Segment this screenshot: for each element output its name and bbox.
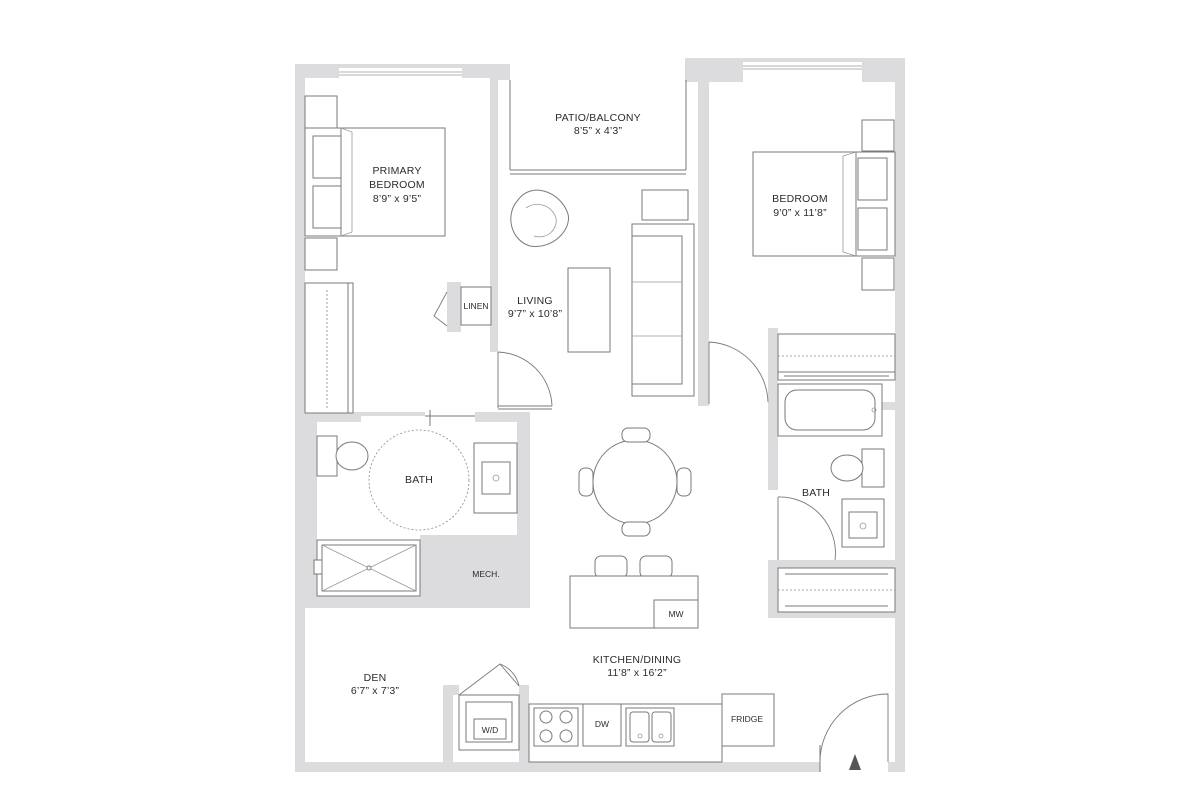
- kitchen-counter: [528, 693, 775, 763]
- turning-circle: [368, 429, 470, 531]
- sofa-icon: [631, 223, 695, 397]
- stove-icon: [533, 707, 579, 747]
- fixture-labels: LINEN W/D MW DW FRIDGE: [463, 301, 763, 735]
- den-name: DEN: [364, 672, 387, 684]
- hall-closet: [777, 567, 896, 613]
- living-name: LIVING: [517, 295, 553, 307]
- right-bath-name: BATH: [802, 487, 830, 499]
- room-labels: PATIO/BALCONY 8’5” x 4’3” PRIMARY BEDROO…: [351, 112, 830, 697]
- walls: [295, 58, 905, 772]
- armchair-icon: [510, 189, 569, 247]
- toilet-icon: [830, 448, 885, 488]
- left-bath-name: BATH: [405, 474, 433, 486]
- chair-icon: [578, 467, 594, 497]
- chair-icon: [676, 467, 692, 497]
- mech-name: MECH.: [472, 569, 499, 579]
- primary-bedroom-name-1: PRIMARY: [372, 165, 421, 177]
- fridge-label: FRIDGE: [731, 714, 763, 724]
- primary-closet: [304, 282, 354, 414]
- linen-label: LINEN: [463, 301, 488, 311]
- dishwasher-icon: [582, 703, 622, 747]
- nightstand-icon: [304, 237, 338, 271]
- laundry-closet: [458, 663, 520, 751]
- fridge-icon: [721, 693, 775, 747]
- living-furniture: [510, 189, 695, 397]
- double-sink-icon: [625, 707, 675, 747]
- windows: [339, 65, 862, 175]
- kitchen-size: 11’8” x 16’2”: [607, 667, 667, 679]
- right-bath-fixtures: [777, 383, 885, 561]
- bedroom-closet: [777, 333, 896, 381]
- entry-arrow-icon: [849, 754, 861, 770]
- microwave-label: MW: [668, 609, 683, 619]
- washer-dryer-icon: [473, 718, 507, 740]
- dishwasher-label: DW: [595, 719, 609, 729]
- primary-bed: [304, 95, 446, 271]
- nightstand-icon: [861, 119, 895, 152]
- bedroom-name: BEDROOM: [772, 193, 828, 205]
- stool-icon: [594, 555, 628, 579]
- stool-icon: [639, 555, 673, 579]
- den-size: 6’7” x 7’3”: [351, 685, 400, 697]
- sink-icon: [848, 511, 878, 539]
- linen-closet: [433, 282, 492, 332]
- washer-dryer-label: W/D: [482, 725, 499, 735]
- microwave-icon: [653, 599, 699, 629]
- sink-icon: [481, 461, 511, 495]
- bedroom-door: [708, 341, 769, 404]
- bath-door: [777, 496, 836, 561]
- bathtub-icon: [777, 383, 883, 437]
- kitchen-island: [569, 555, 699, 629]
- kitchen-name: KITCHEN/DINING: [593, 654, 682, 666]
- primary-bedroom-name-2: BEDROOM: [369, 179, 425, 191]
- chair-icon: [621, 427, 651, 443]
- patio-size: 8’5” x 4’3”: [574, 125, 623, 137]
- shower-icon: [313, 539, 421, 597]
- nightstand-icon: [861, 257, 895, 291]
- bedroom-furniture: [752, 119, 896, 291]
- toilet-icon: [316, 435, 369, 477]
- nightstand-icon: [304, 95, 338, 129]
- bedroom-size: 9’0” x 11’8”: [773, 207, 827, 219]
- dining-set: [578, 427, 692, 537]
- primary-door: [497, 351, 553, 408]
- living-size: 9’7” x 10’8”: [508, 308, 563, 320]
- patio-name: PATIO/BALCONY: [555, 112, 641, 124]
- entry-door: [819, 693, 889, 763]
- primary-bedroom-size: 8’9” x 9’5”: [373, 193, 422, 205]
- chair-icon: [621, 521, 651, 537]
- left-bath-fixtures: [313, 410, 518, 597]
